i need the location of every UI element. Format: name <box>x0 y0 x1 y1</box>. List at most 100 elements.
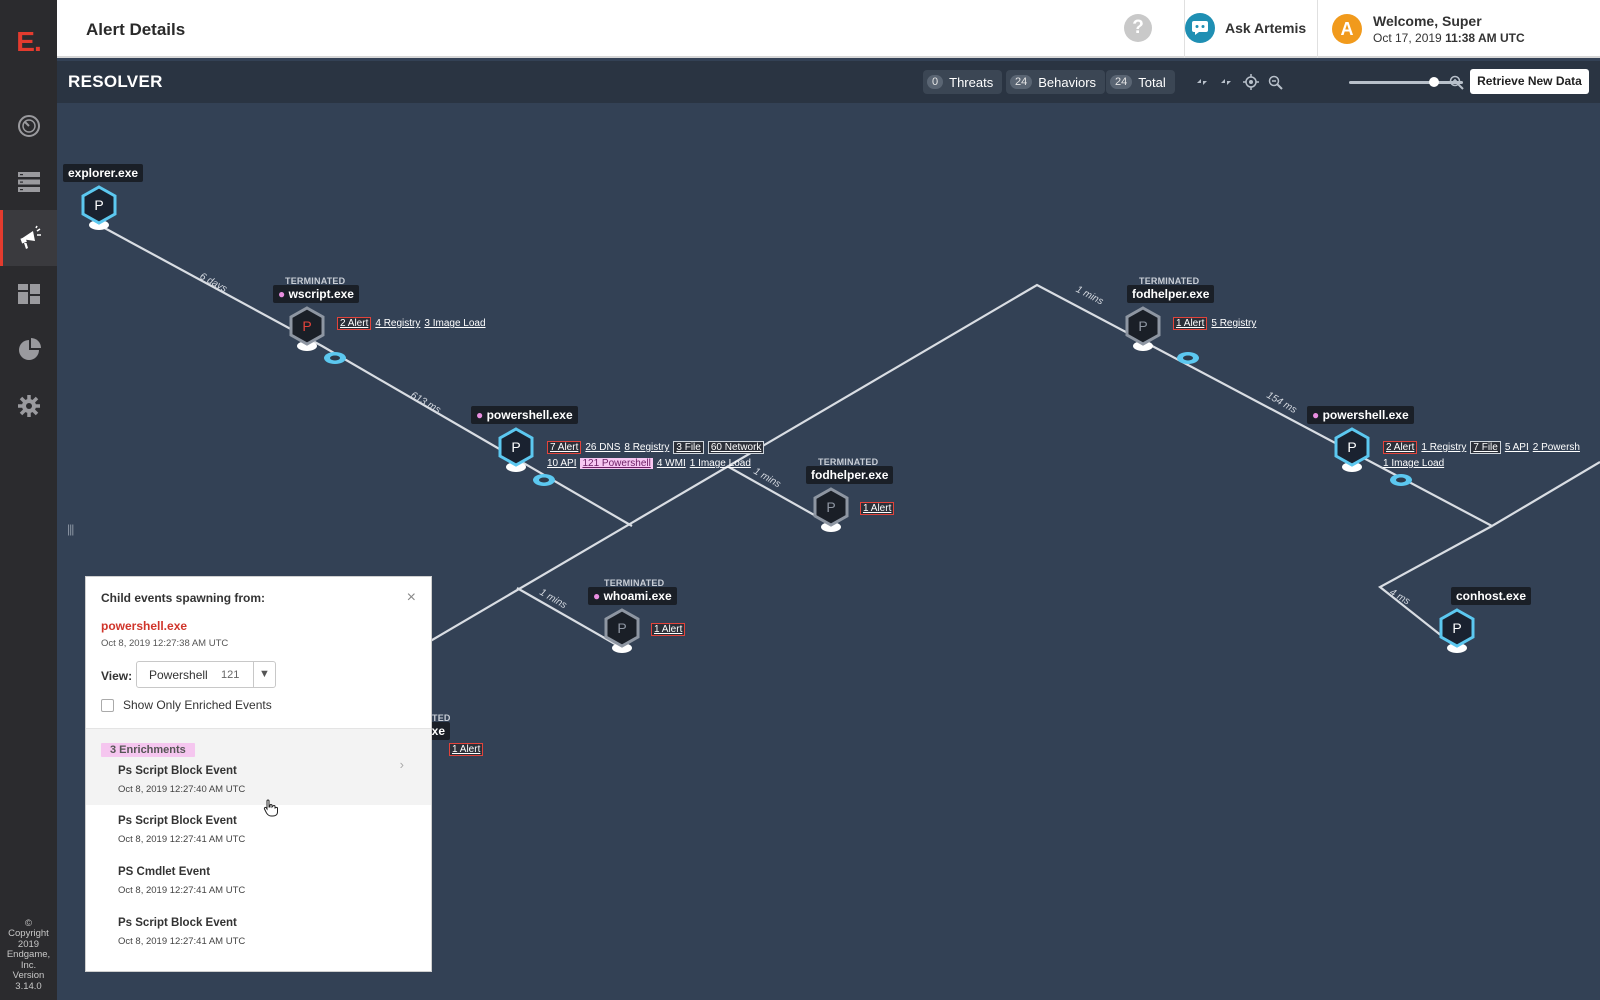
process-node-wscript[interactable]: P <box>287 306 327 354</box>
process-label-powershell-2[interactable]: ● powershell.exe <box>1307 406 1414 424</box>
terminated-label: TERMINATED <box>604 578 665 588</box>
help-button[interactable]: ? <box>1124 14 1152 42</box>
enriched-only-checkbox[interactable] <box>101 699 114 712</box>
process-label-conhost[interactable]: conhost.exe <box>1451 587 1532 605</box>
tag-network[interactable]: 60 Network <box>707 441 765 454</box>
tag-alert[interactable]: 1 Alert <box>1173 317 1208 330</box>
welcome-text: Welcome, Super <box>1373 13 1482 29</box>
process-label-fodhelper-2[interactable]: fodhelper.exe <box>1127 285 1215 303</box>
sidebar-item-dashboard[interactable] <box>0 98 57 154</box>
divider <box>86 728 431 729</box>
process-label-wscript[interactable]: ● wscript.exe <box>273 285 359 303</box>
tag-image-load[interactable]: 1 Image Load <box>1383 458 1445 469</box>
total-filter[interactable]: 24 Total <box>1106 70 1175 94</box>
process-node-conhost[interactable]: P <box>1437 608 1477 656</box>
tag-alert[interactable]: 1 Alert <box>860 502 895 515</box>
list-item[interactable]: Ps Script Block Event Oct 8, 2019 12:27:… <box>86 907 431 958</box>
process-label-powershell[interactable]: ● powershell.exe <box>471 406 578 424</box>
process-label-explorer[interactable]: explorer.exe <box>63 164 144 182</box>
child-events-panel: Child events spawning from: × powershell… <box>85 576 432 972</box>
tag-api[interactable]: 5 API <box>1504 442 1529 453</box>
terminated-label: TED <box>432 713 451 723</box>
view-label: View: <box>101 669 133 683</box>
sidebar-item-endpoints[interactable] <box>0 154 57 210</box>
tag-alert[interactable]: 7 Alert <box>547 441 582 454</box>
enriched-only-label: Show Only Enriched Events <box>123 698 272 712</box>
total-count: 24 <box>1110 75 1133 89</box>
tag-registry[interactable]: 5 Registry <box>1211 318 1257 329</box>
sidebar-item-investigations[interactable] <box>0 266 57 322</box>
process-node-explorer[interactable]: P <box>79 185 119 233</box>
svg-text:P: P <box>826 499 835 515</box>
tag-alert[interactable]: 2 Alert <box>1383 441 1418 454</box>
list-item[interactable]: PS Cmdlet Event Oct 8, 2019 12:27:41 AM … <box>86 856 431 907</box>
hand-cursor-icon <box>263 799 279 822</box>
panel-process-date: Oct 8, 2019 12:27:38 AM UTC <box>101 638 229 649</box>
tag-alert[interactable]: 1 Alert <box>651 623 686 636</box>
list-item[interactable]: 3 Enrichments Ps Script Block Event Oct … <box>86 729 431 805</box>
tag-registry[interactable]: 1 Registry <box>1421 442 1467 453</box>
process-node-fodhelper-2[interactable]: P <box>1123 306 1163 354</box>
behaviors-filter[interactable]: 24 Behaviors <box>1006 70 1106 94</box>
chevron-down-icon[interactable]: ▼ <box>253 662 275 687</box>
process-label-fodhelper[interactable]: fodhelper.exe <box>806 466 894 484</box>
svg-text:P: P <box>1452 620 1461 636</box>
process-node-powershell[interactable]: P <box>496 427 536 475</box>
tag-file[interactable]: 7 File <box>1470 441 1501 454</box>
panel-process-name[interactable]: powershell.exe <box>101 619 188 633</box>
zoom-in-icon[interactable] <box>1444 70 1468 94</box>
collapse-icon[interactable] <box>1214 70 1238 94</box>
svg-text:P: P <box>511 439 520 455</box>
tag-powershell[interactable]: 121 Powershell <box>580 458 653 469</box>
process-node-whoami[interactable]: P <box>602 608 642 656</box>
terminated-label: TERMINATED <box>818 457 879 467</box>
zoom-out-icon[interactable] <box>1263 70 1287 94</box>
event-title: Ps Script Block Event <box>118 765 237 777</box>
retrieve-new-data-button[interactable]: Retrieve New Data <box>1470 69 1589 94</box>
tag-alert[interactable]: 1 Alert <box>449 743 484 756</box>
process-label-whoami[interactable]: ● whoami.exe <box>588 587 677 605</box>
zoom-slider[interactable] <box>1349 77 1463 87</box>
threats-filter[interactable]: 0 Threats <box>923 70 1003 94</box>
tag-file[interactable]: 3 File <box>673 441 704 454</box>
view-dropdown[interactable]: Powershell 121 ▼ <box>136 661 276 688</box>
blocks-icon <box>17 284 40 304</box>
tag-image-load[interactable]: 1 Image Load <box>689 458 751 469</box>
process-tags-whoami: 1 Alert <box>651 623 689 636</box>
close-icon[interactable]: × <box>406 589 416 606</box>
copyright-text: © Copyright 2019 Endgame, Inc. Version 3… <box>6 917 51 992</box>
behaviors-count: 24 <box>1010 75 1033 89</box>
locate-icon[interactable] <box>1239 70 1263 94</box>
process-tags-powershell-2-row2: 1 Image Load <box>1383 458 1448 469</box>
process-node-fodhelper[interactable]: P <box>811 487 851 535</box>
event-title: Ps Script Block Event <box>118 815 237 827</box>
enrichments-badge: 3 Enrichments <box>101 743 195 757</box>
sidebar-item-alerts[interactable] <box>0 210 57 266</box>
user-datetime: Oct 17, 2019 11:38 AM UTC <box>1373 31 1525 45</box>
zoom-slider-thumb[interactable] <box>1429 77 1440 87</box>
endgame-logo[interactable]: E. <box>16 26 41 57</box>
list-item[interactable]: Ps Script Block Event Oct 8, 2019 12:27:… <box>86 805 431 856</box>
tag-image-load[interactable]: 3 Image Load <box>424 318 486 329</box>
tag-registry[interactable]: 8 Registry <box>624 442 670 453</box>
view-selected-value: Powershell <box>149 667 208 682</box>
header-divider <box>1317 0 1318 58</box>
tag-alert[interactable]: 2 Alert <box>337 317 372 330</box>
threats-label: Threats <box>949 74 994 90</box>
ask-artemis-button[interactable]: Ask Artemis <box>1185 13 1306 43</box>
process-node-powershell-2[interactable]: P <box>1332 427 1372 475</box>
tag-dns[interactable]: 26 DNS <box>585 442 621 453</box>
panel-resize-handle[interactable]: ||| <box>67 522 74 536</box>
sidebar-item-settings[interactable] <box>0 378 57 434</box>
megaphone-icon <box>20 225 41 249</box>
expand-icon[interactable] <box>1190 70 1214 94</box>
process-graph[interactable]: 6 days 613 ms 1 mins 1 mins 1 mins 154 m… <box>57 103 1600 1000</box>
tag-wmi[interactable]: 4 WMI <box>656 458 686 469</box>
tag-powershell[interactable]: 2 Powersh <box>1532 442 1580 453</box>
header-divider <box>1184 0 1185 58</box>
user-menu[interactable]: A Welcome, Super Oct 17, 2019 11:38 AM U… <box>1332 10 1600 48</box>
tag-api[interactable]: 10 API <box>547 458 577 469</box>
sidebar-item-reports[interactable] <box>0 322 57 378</box>
tag-registry[interactable]: 4 Registry <box>375 318 421 329</box>
